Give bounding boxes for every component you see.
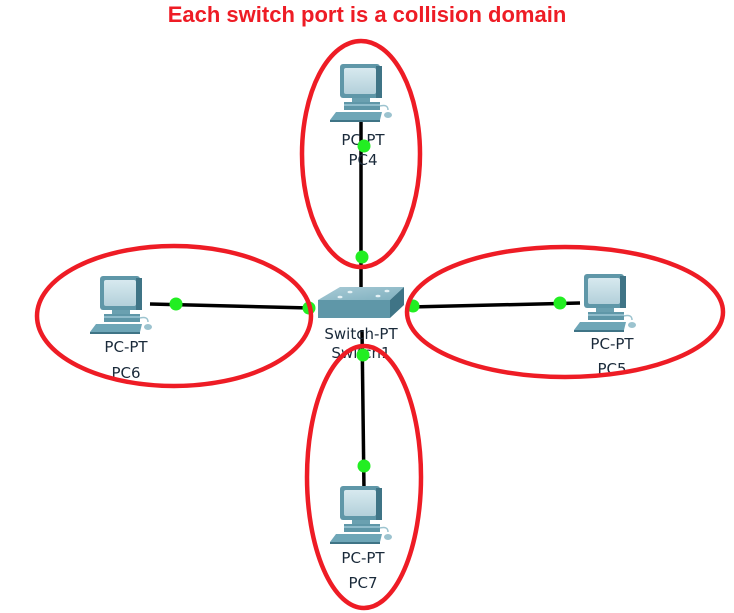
pc-icon xyxy=(329,485,393,545)
pc-type-label: PC-PT xyxy=(341,549,385,567)
port-up-dot xyxy=(169,297,183,311)
link-switch1-pc5[interactable] xyxy=(409,301,581,309)
switch-icon xyxy=(318,287,404,318)
collision-domain-pc5 xyxy=(404,244,726,380)
collision-domain-pc6 xyxy=(34,243,314,389)
pc-name-label: PC6 xyxy=(111,364,140,382)
pc-name-label: PC7 xyxy=(348,574,377,592)
switch-type-label: Switch-PT xyxy=(324,325,398,343)
collision-domain-pc7 xyxy=(304,343,424,611)
pc-device-pc6[interactable]: PC-PT PC6 xyxy=(89,275,153,382)
port-up-dot xyxy=(357,139,371,153)
collision-domains xyxy=(34,38,726,611)
port-up-dot xyxy=(356,348,370,362)
pc-icon xyxy=(573,273,637,333)
port-up-dot xyxy=(553,296,567,310)
pc-name-label: PC4 xyxy=(348,151,377,169)
pc-icon xyxy=(329,63,393,123)
pc-icon xyxy=(89,275,153,335)
pc-device-pc7[interactable]: PC-PT PC7 xyxy=(329,485,393,592)
pc-device-pc4[interactable]: PC-PT PC4 xyxy=(329,63,393,169)
pc-device-pc5[interactable]: PC-PT PC5 xyxy=(573,273,637,378)
diagram-title: Each switch port is a collision domain xyxy=(167,2,567,27)
port-up-dot xyxy=(355,250,369,264)
collision-domain-pc4 xyxy=(299,38,423,270)
pc-type-label: PC-PT xyxy=(104,338,148,356)
switch-device[interactable]: Switch-PT Switch1 xyxy=(318,287,404,362)
port-up-dot xyxy=(357,459,371,473)
pc-type-label: PC-PT xyxy=(590,335,634,353)
